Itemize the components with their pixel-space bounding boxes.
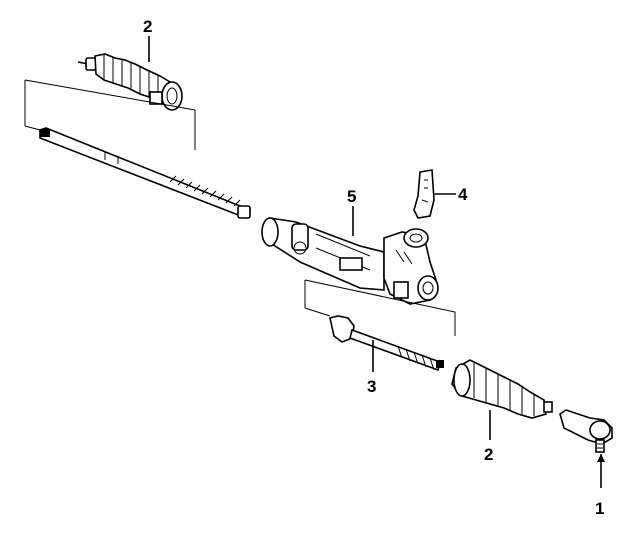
upper-bracket-lines bbox=[24, 79, 196, 150]
callout-1: 1 bbox=[595, 499, 604, 518]
callout-5: 5 bbox=[347, 187, 356, 206]
gasket-seal bbox=[413, 169, 435, 219]
callout-2-bottom: 2 bbox=[484, 445, 493, 464]
callout-2-top: 2 bbox=[143, 17, 152, 36]
outer-tie-rod-end bbox=[559, 409, 613, 453]
lower-bellows-boot bbox=[451, 359, 553, 419]
inner-rack-shaft bbox=[39, 127, 252, 220]
upper-bellows-boot bbox=[77, 53, 183, 111]
rack-housing bbox=[261, 217, 439, 305]
callout-3: 3 bbox=[367, 377, 376, 396]
lower-bracket-lines bbox=[304, 279, 456, 336]
callout-4: 4 bbox=[458, 185, 468, 204]
inner-tie-rod bbox=[329, 315, 444, 372]
callout-1-arrow bbox=[597, 454, 605, 462]
